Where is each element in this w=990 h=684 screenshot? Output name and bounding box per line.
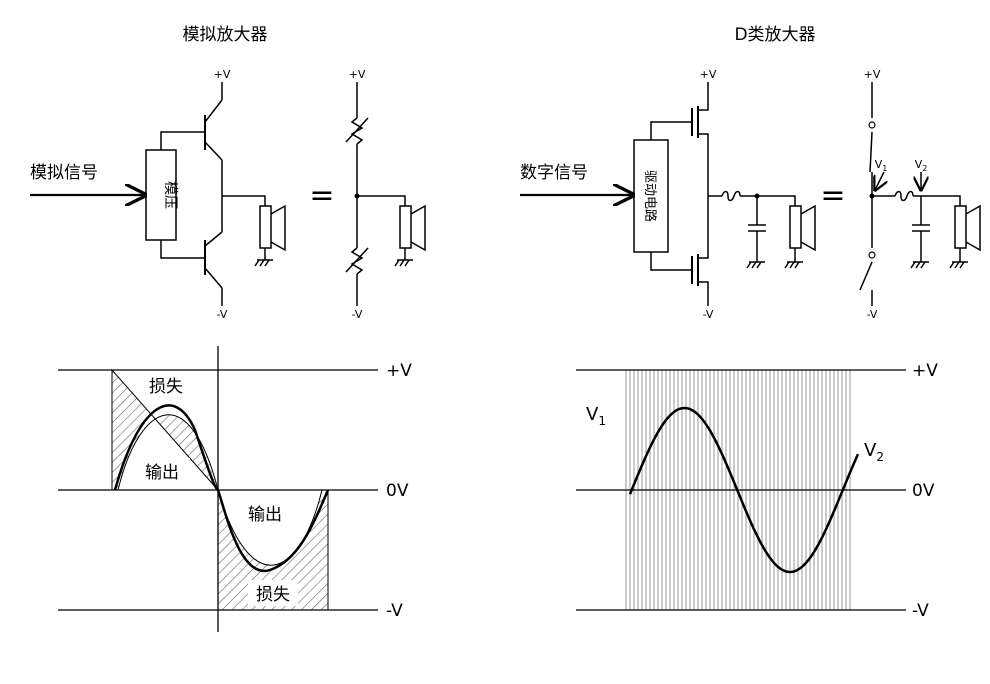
digital-switch-junction-dot — [869, 193, 875, 199]
digital-switch-top-contact — [868, 121, 876, 129]
analog-graph-vplus: +V — [386, 361, 412, 381]
analog-output-bottom-label: 输出 — [248, 505, 282, 525]
analog-bottom-wire — [160, 240, 205, 259]
digital-graph-v2-label: V2 — [864, 440, 884, 464]
digital-cap-junction-dot — [754, 193, 760, 199]
analog-graph-zero: 0V — [386, 481, 409, 501]
digital-graph-v1-label: V1 — [586, 404, 606, 428]
analog-loss-bottom-bg — [248, 580, 298, 606]
digital-eq-vplus-label: +V — [864, 68, 881, 81]
digital-equals-sign: = — [820, 178, 845, 213]
digital-graph-vplus: +V — [912, 361, 938, 381]
analog-vplus-label: +V — [214, 68, 231, 81]
analog-output-top-label: 输出 — [145, 463, 179, 483]
analog-eq-vplus-label: +V — [349, 68, 366, 81]
analog-input-label: 模拟信号 — [30, 163, 98, 183]
digital-input-label: 数字信号 — [520, 163, 588, 183]
digital-graph — [576, 369, 906, 611]
analog-junction-dot — [354, 193, 360, 199]
analog-vminus-label: -V — [217, 308, 228, 321]
digital-graph-zero: 0V — [912, 481, 935, 501]
digital-vminus-label: -V — [703, 308, 714, 321]
analog-graph — [58, 346, 378, 632]
analog-output-bottom-bg — [237, 500, 293, 526]
analog-loss-region-top — [111, 368, 219, 491]
digital-graph-vminus: -V — [912, 601, 929, 621]
analog-top-wire — [160, 131, 205, 150]
digital-v2-small-label: V2 — [915, 158, 928, 173]
digital-vplus-label: +V — [700, 68, 717, 81]
digital-output-curve — [628, 406, 860, 574]
digital-v1-small-label: V1 — [875, 158, 888, 173]
analog-loss-bottom-label: 损失 — [256, 585, 290, 605]
analog-graph-vminus: -V — [386, 601, 403, 621]
analog-loss-top-bg — [142, 372, 190, 398]
analog-title: 模拟放大器 — [183, 25, 268, 45]
digital-eq-vminus-label: -V — [867, 308, 878, 321]
analog-box-label: 模压 — [162, 181, 178, 209]
analog-output-curve — [113, 404, 330, 573]
analog-eq-vminus-label: -V — [352, 308, 363, 321]
analog-equals-sign: = — [309, 178, 334, 213]
analog-loss-top-label: 损失 — [149, 377, 183, 397]
digital-title: D类放大器 — [734, 25, 815, 45]
digital-switch-bottom-contact — [868, 251, 876, 259]
analog-output-top-bg — [134, 458, 190, 484]
analog-schematic — [30, 82, 426, 306]
digital-schematic — [520, 82, 981, 306]
digital-box-label: 驱动电路 — [642, 170, 658, 222]
